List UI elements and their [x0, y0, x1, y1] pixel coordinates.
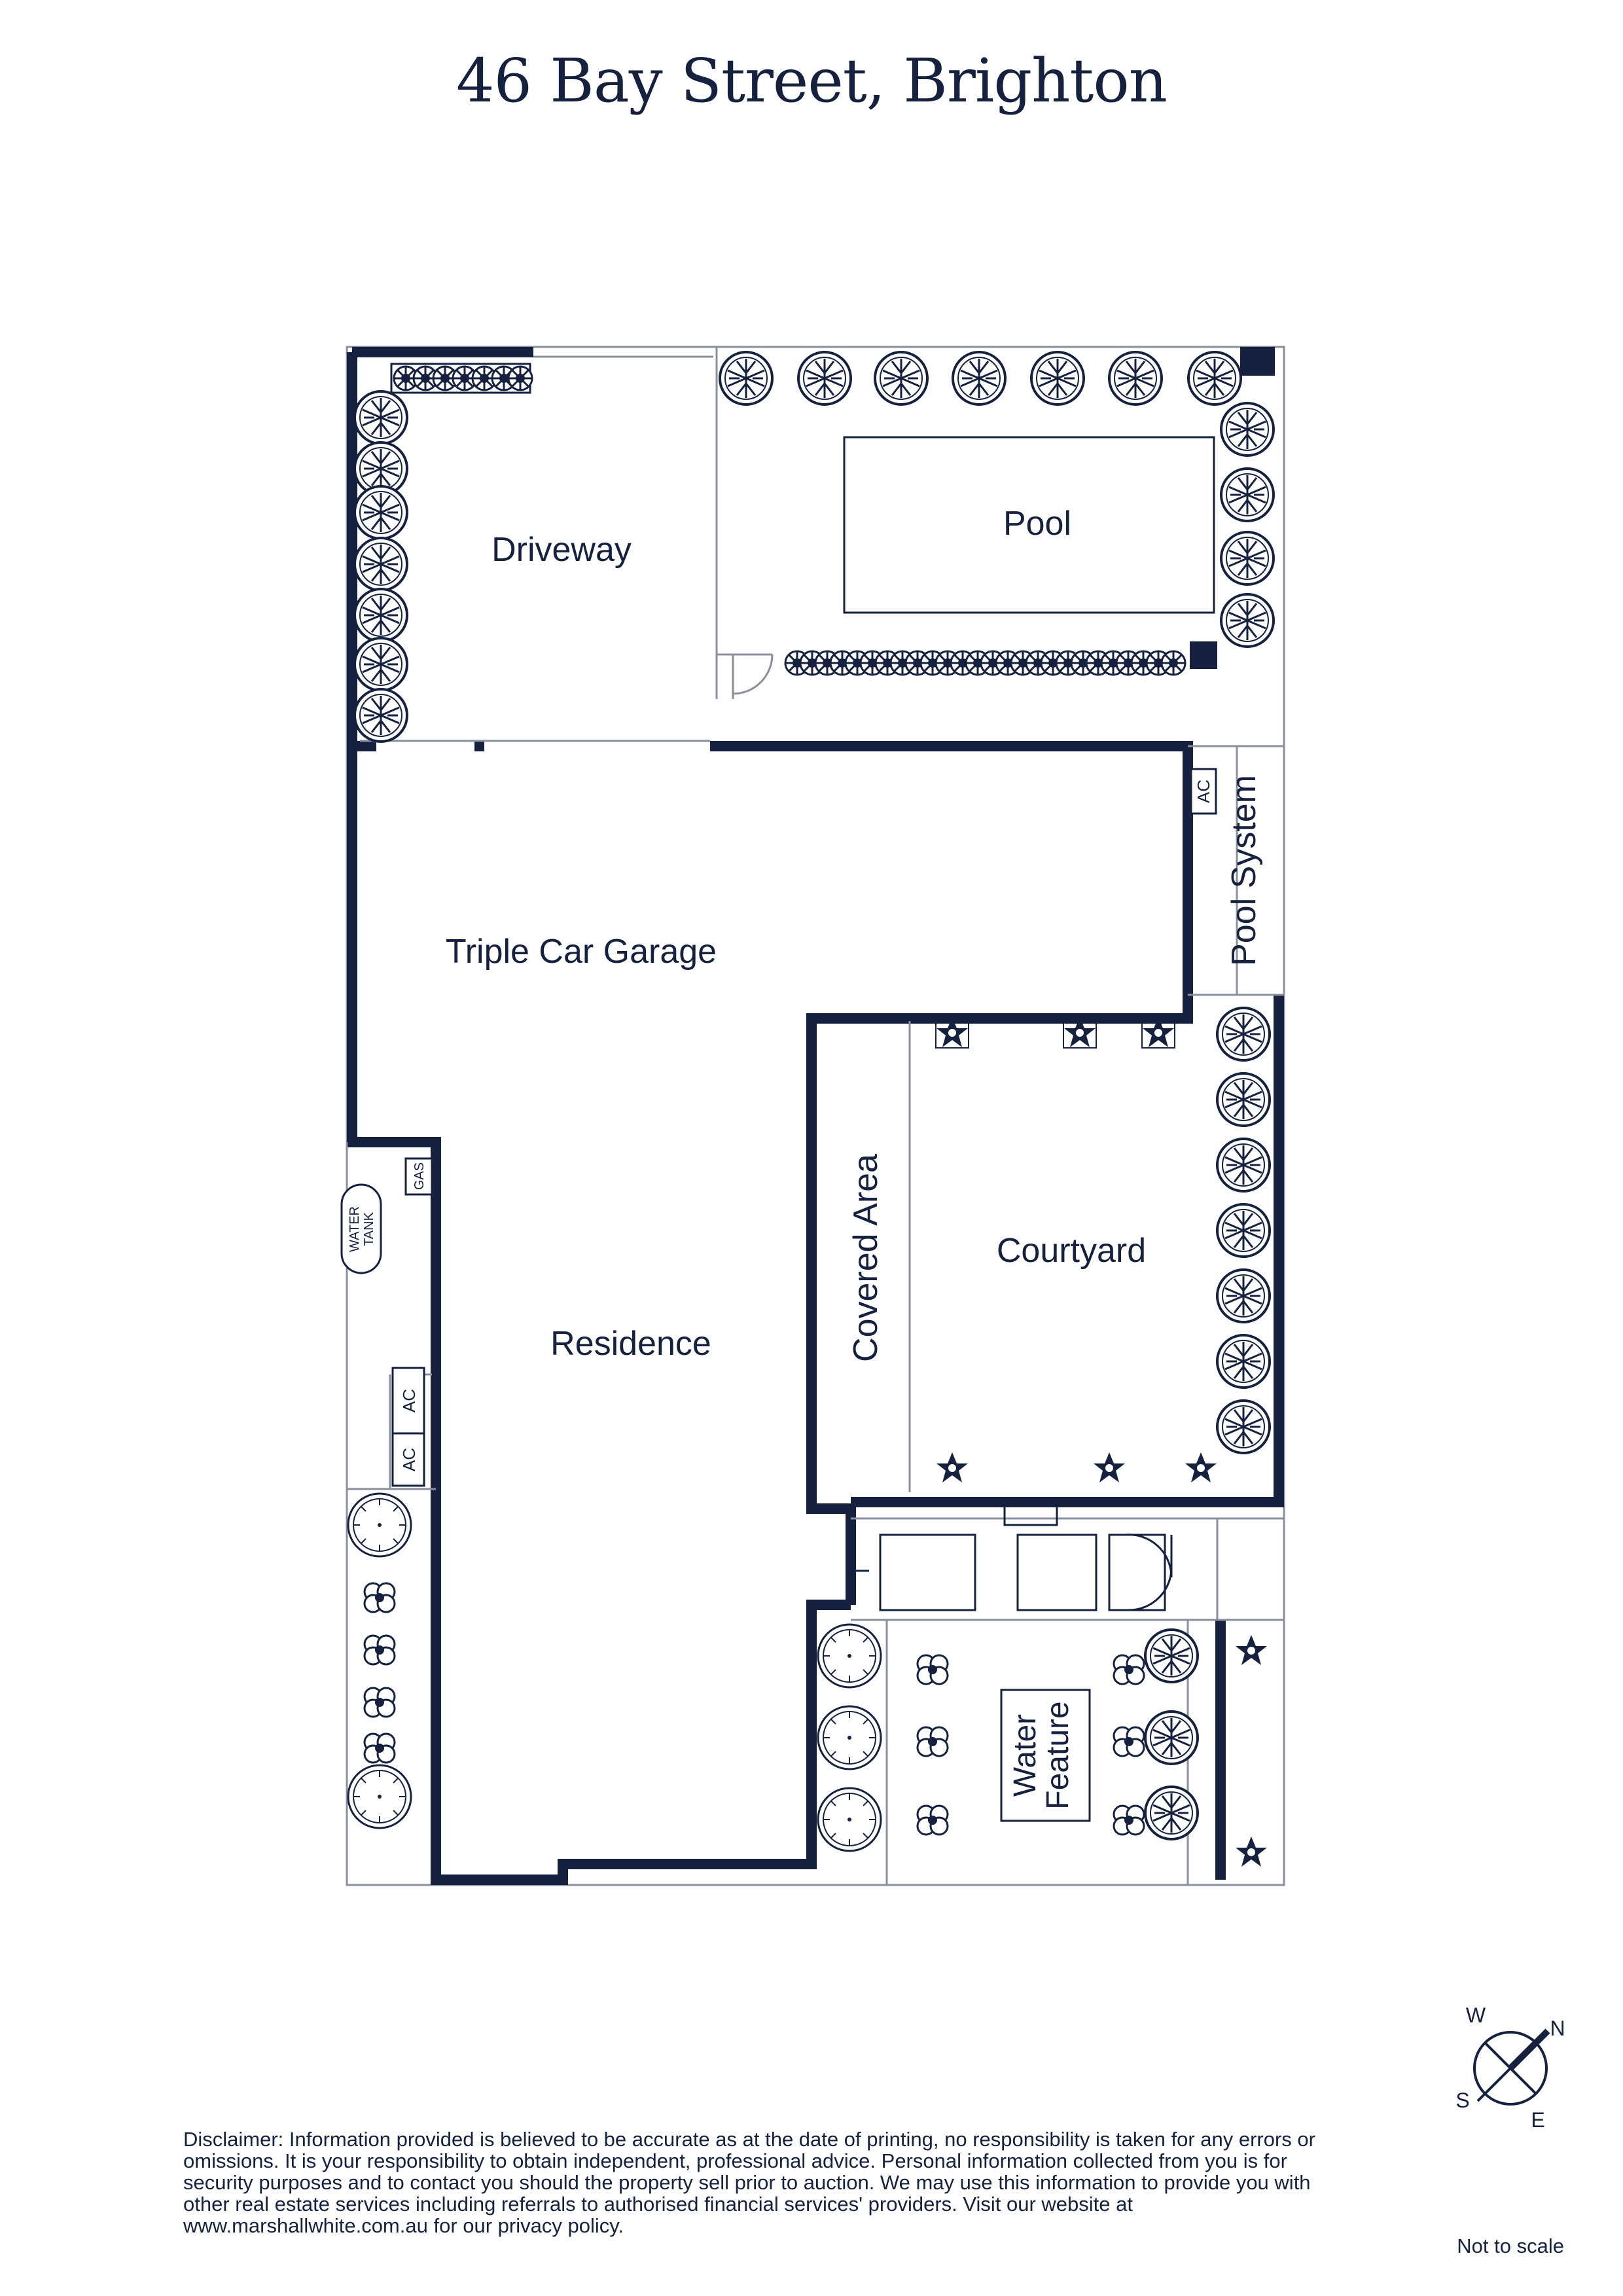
- page-title: 46 Bay Street, Brighton: [455, 46, 1168, 116]
- water-tank-label-1: WATER: [348, 1206, 362, 1252]
- shrub-row-top: [390, 363, 533, 394]
- compass-n: N: [1550, 2017, 1565, 2040]
- star-plants-courtyard: [935, 1017, 1217, 1482]
- pool-system-label: Pool System: [1225, 775, 1263, 966]
- compass-w: W: [1466, 2003, 1486, 2027]
- tree-row-pool-right: [1220, 402, 1275, 648]
- covered-area-label: Covered Area: [847, 1154, 885, 1362]
- residence-label: Residence: [550, 1325, 711, 1363]
- walls: [347, 347, 1284, 1885]
- star-plants-side: [1236, 1635, 1267, 1867]
- water-feature-box: [1000, 1689, 1091, 1822]
- tree-row-water-feature: [1144, 1628, 1199, 1840]
- pool-label: Pool: [1003, 505, 1071, 543]
- pool-corner-post: [1240, 347, 1275, 376]
- tree-row-courtyard: [1216, 1007, 1271, 1454]
- compass-e: E: [1531, 2108, 1544, 2132]
- compass-s: S: [1455, 2089, 1469, 2112]
- water-feature-label-1: Water: [1008, 1714, 1043, 1797]
- service-strip: [851, 1498, 1173, 1611]
- gas-meter: GAS: [404, 1157, 433, 1196]
- shrub-row-pool: [784, 650, 1186, 676]
- tree-row-driveway: [353, 390, 408, 743]
- ac-label: AC: [399, 1448, 419, 1471]
- water-feature-label-2: Feature: [1041, 1701, 1075, 1809]
- garage-label: Triple Car Garage: [446, 933, 717, 971]
- ac-unit-top: AC: [1190, 768, 1217, 815]
- water-tank-label-2: TANK: [362, 1211, 376, 1246]
- thin-lines: [346, 347, 1284, 1885]
- compass-rose: W N S E: [1455, 2003, 1565, 2132]
- gas-label: GAS: [412, 1162, 427, 1190]
- tree-row-top: [719, 351, 1242, 406]
- ac-label: AC: [399, 1389, 419, 1412]
- water-tank: WATER TANK: [340, 1183, 382, 1274]
- ac-unit-side: AC AC: [391, 1367, 425, 1487]
- courtyard-label: Courtyard: [997, 1232, 1146, 1270]
- driveway-label: Driveway: [491, 531, 632, 569]
- shrub: [1160, 650, 1186, 676]
- pool-corner-post: [1190, 641, 1217, 669]
- pool-outline: [843, 436, 1215, 614]
- ac-label: AC: [1194, 780, 1213, 803]
- pots-water-feature: [347, 1492, 882, 1852]
- disclaimer-text: Disclaimer: Information provided is beli…: [183, 2128, 1315, 2237]
- scale-note: Not to scale: [1457, 2234, 1564, 2257]
